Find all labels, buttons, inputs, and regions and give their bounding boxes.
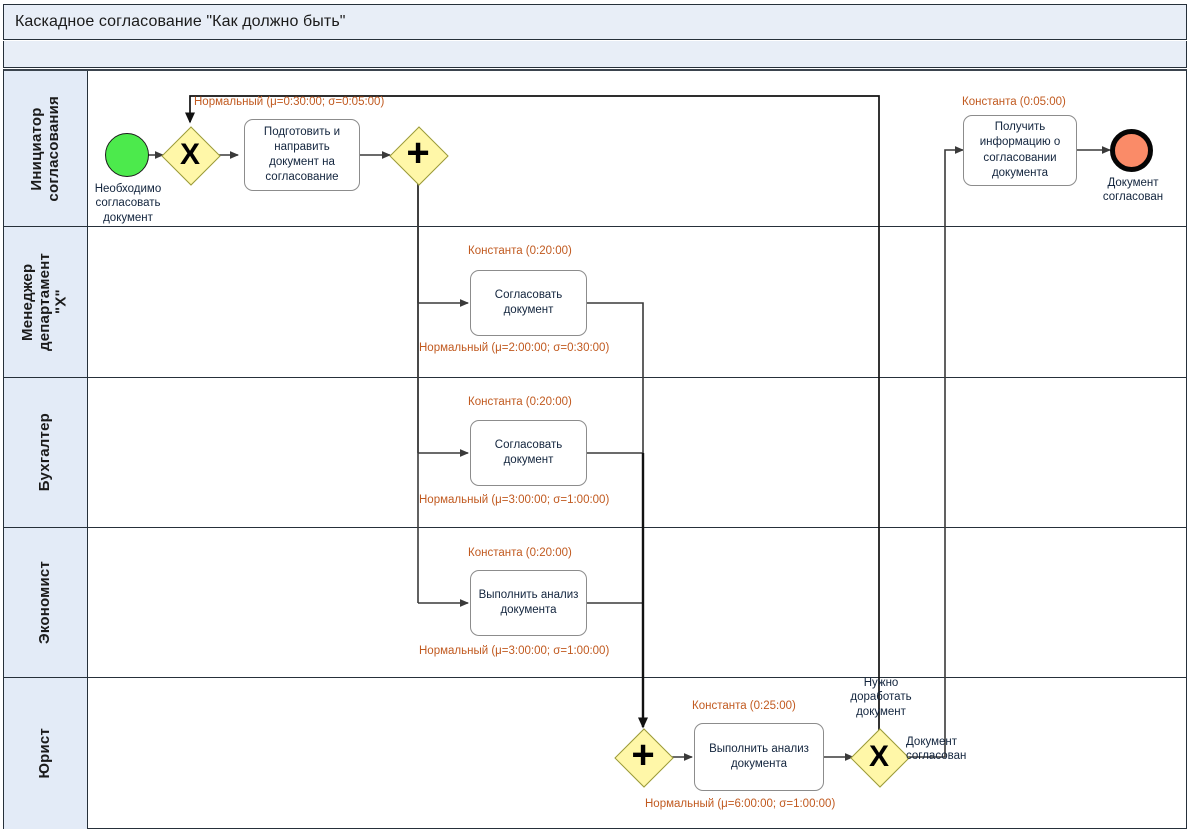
pool-header-band [3, 41, 1187, 68]
lane-header-manager: Менеджер департамент "X" [4, 227, 88, 377]
task-prepare-distribution: Нормальный (μ=0:30:00; σ=0:05:00) [194, 96, 385, 108]
lane-lawyer: Юрист [4, 678, 1186, 829]
task-manager-approve[interactable]: Согласовать документ [470, 270, 587, 336]
task-accountant-approve[interactable]: Согласовать документ [470, 420, 587, 486]
task-lawyer-distribution: Нормальный (μ=6:00:00; σ=1:00:00) [645, 798, 836, 810]
gateway-parallel-join[interactable]: + [614, 728, 674, 788]
lane-manager: Менеджер департамент "X" [4, 227, 1186, 378]
start-event-label: Необходимо согласовать документ [94, 183, 162, 224]
gateway-parallel-split[interactable]: + [389, 126, 449, 186]
lane-label-economist: Экономист [36, 561, 54, 644]
lane-label-manager: Менеджер департамент "X" [19, 253, 70, 351]
parallel-gateway-icon: + [406, 131, 430, 175]
task-manager-duration: Константа (0:20:00) [468, 245, 572, 257]
lane-body-accountant [89, 378, 1186, 527]
lane-label-initiator: Инициатор согласования [27, 95, 62, 202]
start-event[interactable] [105, 133, 149, 177]
task-prepare-document[interactable]: Подготовить и направить документ на согл… [244, 119, 360, 191]
page-title: Каскадное согласование "Как должно быть" [15, 13, 346, 30]
lane-label-lawyer: Юрист [36, 728, 54, 779]
lane-body-manager [89, 227, 1186, 377]
task-economist-analysis[interactable]: Выполнить анализ документа [470, 570, 587, 636]
lane-body-economist [89, 528, 1186, 677]
lane-header-initiator: Инициатор согласования [4, 71, 88, 226]
task-economist-duration: Константа (0:20:00) [468, 547, 572, 559]
lane-label-accountant: Бухгалтер [36, 413, 54, 492]
parallel-gateway-icon: + [631, 733, 655, 777]
flow-label-approved: Документ согласован [906, 736, 967, 763]
task-lawyer-analysis[interactable]: Выполнить анализ документа [694, 723, 824, 791]
task-lawyer-duration: Константа (0:25:00) [692, 700, 796, 712]
gateway-exclusive-initiator[interactable]: X [161, 126, 221, 186]
task-receive-information[interactable]: Получить информацию о согласовании докум… [963, 115, 1077, 186]
lane-header-economist: Экономист [4, 528, 88, 677]
task-receive-duration: Константа (0:05:00) [962, 96, 1066, 108]
diagram-title-bar: Каскадное согласование "Как должно быть" [3, 4, 1187, 40]
exclusive-gateway-icon: X [179, 138, 200, 171]
gateway-exclusive-lawyer[interactable]: X [850, 728, 910, 788]
lane-header-lawyer: Юрист [4, 678, 88, 829]
task-accountant-duration: Константа (0:20:00) [468, 396, 572, 408]
task-economist-distribution: Нормальный (μ=3:00:00; σ=1:00:00) [419, 645, 610, 657]
task-manager-distribution: Нормальный (μ=2:00:00; σ=0:30:00) [419, 342, 610, 354]
lane-header-accountant: Бухгалтер [4, 378, 88, 527]
exclusive-gateway-icon: X [868, 740, 889, 773]
flow-label-rework: Нужно доработать документ [850, 677, 912, 718]
end-event-label: Документ согласован [1102, 177, 1164, 204]
end-event[interactable] [1110, 129, 1153, 172]
task-accountant-distribution: Нормальный (μ=3:00:00; σ=1:00:00) [419, 494, 610, 506]
